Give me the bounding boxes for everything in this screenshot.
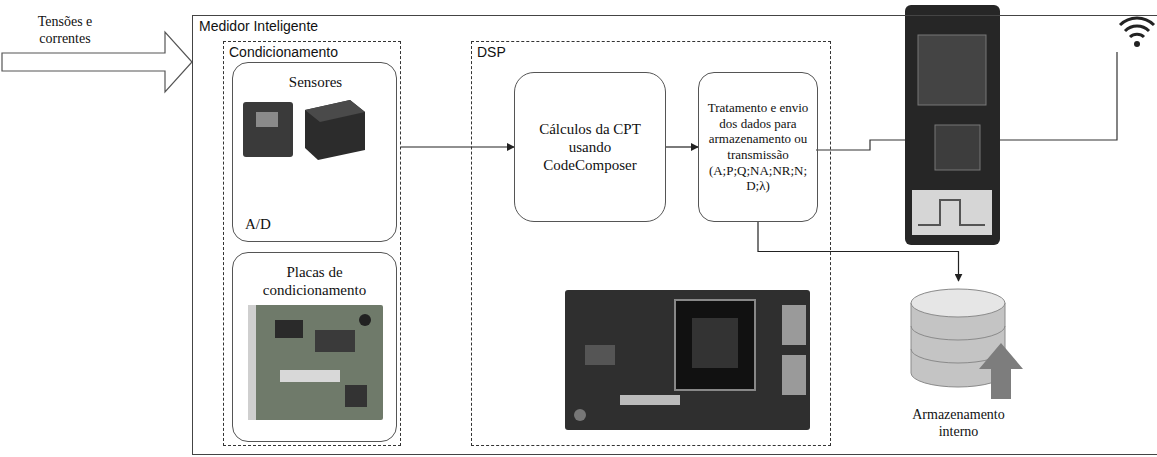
node-label: Medidor Inteligente: [199, 18, 318, 35]
wire: [1000, 52, 1117, 140]
module-chip: [918, 35, 986, 105]
database-icon: [891, 281, 1026, 403]
flow-arrow: [666, 146, 698, 147]
current-sensor: [243, 102, 293, 157]
process-box: Tratamento e envio dos dados para armaze…: [698, 72, 818, 222]
conditioning-board: [248, 305, 383, 420]
input-label: Tensões e correntes: [15, 14, 115, 48]
board-port: [782, 305, 806, 345]
node-label: Armazenamento interno: [891, 407, 1026, 441]
wifi-symbol: [1134, 41, 1140, 47]
wifi-symbol: [1125, 26, 1149, 31]
group-frame: Cálculos da CPT usando CodeComposer Trata…: [471, 41, 831, 446]
dsp-board: [565, 290, 810, 430]
wireless-module: [905, 5, 1000, 245]
dsp-socket: [675, 300, 755, 390]
dsp-chip: [692, 318, 738, 368]
module-antenna: [912, 190, 992, 235]
wifi-symbol: [1120, 18, 1154, 25]
board-connector: [248, 305, 256, 420]
board-chip: [315, 330, 355, 352]
board-component: [574, 409, 586, 421]
board-component: [620, 395, 680, 405]
database-ring: [911, 326, 1005, 340]
voltage-sensor: [305, 100, 365, 160]
board-component: [585, 345, 615, 365]
board-component: [345, 385, 367, 407]
flow-arrow: [758, 222, 959, 281]
board-chip: [275, 320, 303, 338]
node-label: DSP: [477, 44, 506, 61]
process-box: Cálculos da CPT usando CodeComposer: [514, 72, 666, 222]
node-sublabel: A/D: [245, 215, 271, 233]
node-label: Sensores: [289, 73, 342, 91]
board-component: [280, 370, 340, 382]
meter-housing: SensoresA/D Placas de condicionamento Cond…: [192, 15, 1157, 455]
wire: [816, 140, 905, 150]
sensor-window: [256, 112, 278, 127]
sensor-top: [305, 100, 365, 122]
node-label: Condicionamento: [229, 44, 338, 61]
storage-icon: Armazenamento interno: [891, 281, 1026, 449]
group-frame: SensoresA/D Placas de condicionamento Cond…: [223, 41, 401, 446]
process-box: SensoresA/D: [232, 62, 397, 242]
flow-arrow: [401, 146, 514, 147]
node-label: Tratamento e envio dos dados para armaze…: [703, 100, 813, 194]
wifi-symbol: [1130, 34, 1144, 37]
upload-arrow: [979, 343, 1023, 399]
node-label: Cálculos da CPT usando CodeComposer: [523, 120, 657, 174]
antenna-trace: [918, 200, 985, 225]
input-arrow: [2, 32, 192, 92]
database-top: [911, 289, 1005, 317]
board-port: [782, 355, 806, 395]
node-label: Placas de condicionamento: [241, 263, 388, 299]
board-component: [359, 314, 371, 326]
process-box: Placas de condicionamento: [232, 252, 397, 442]
module-chip: [935, 125, 980, 170]
